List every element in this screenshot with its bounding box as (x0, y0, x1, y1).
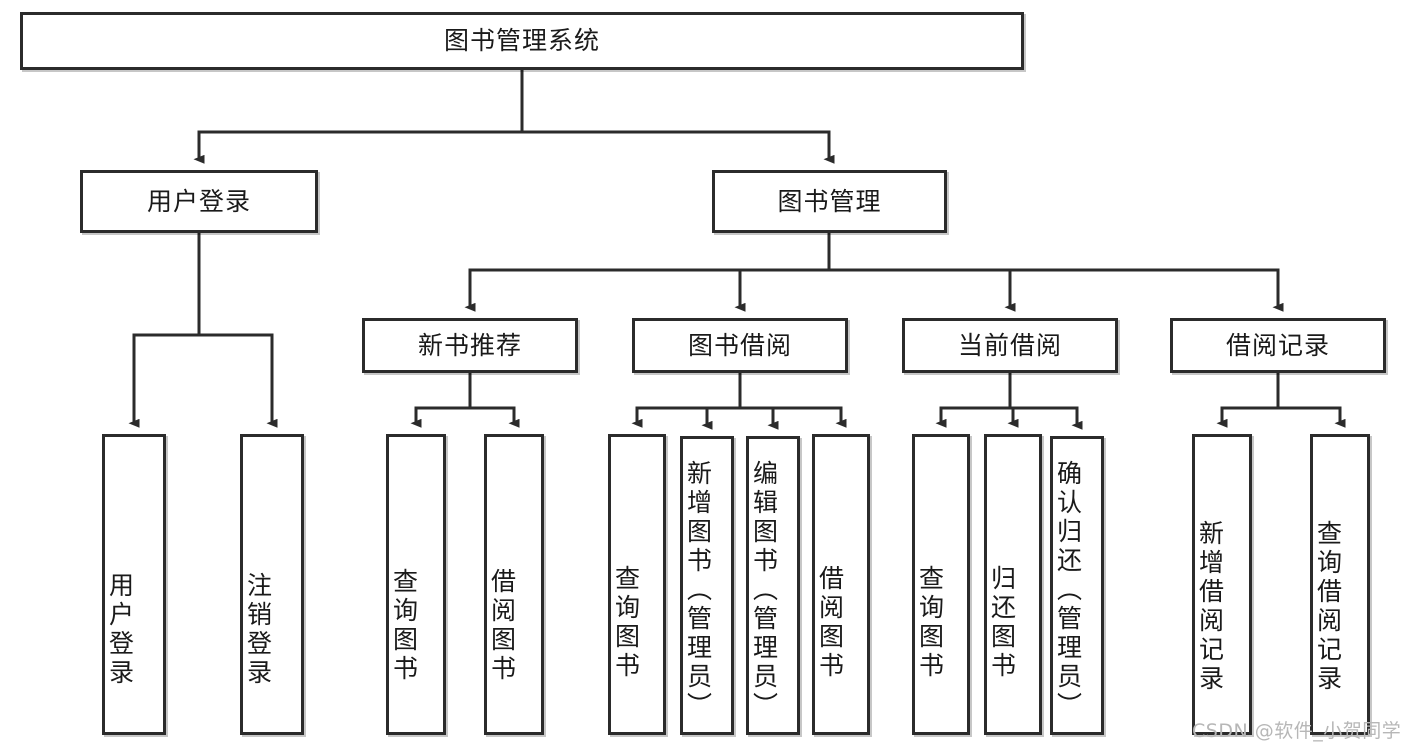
leaf-query-book-current-label: 查询图书 (915, 564, 945, 681)
node-book-manage[interactable]: 图书管理 (712, 170, 947, 233)
leaf-borrow-book[interactable]: 借阅图书 (812, 434, 870, 735)
node-book-manage-label: 图书管理 (777, 186, 882, 216)
leaf-confirm-return-admin[interactable]: 确认归还（管理员） (1050, 436, 1104, 735)
leaf-return-book[interactable]: 归还图书 (984, 434, 1042, 735)
leaf-borrow-book-rec-label: 借阅图书 (487, 567, 517, 684)
node-current-borrow-label: 当前借阅 (957, 330, 1062, 360)
node-book-borrow[interactable]: 图书借阅 (632, 318, 848, 373)
node-user-login-label: 用户登录 (146, 186, 251, 216)
node-borrow-record-label: 借阅记录 (1225, 330, 1330, 360)
leaf-query-borrow-record[interactable]: 查询借阅记录 (1310, 434, 1370, 735)
leaf-query-book-rec[interactable]: 查询图书 (386, 434, 446, 735)
node-borrow-record[interactable]: 借阅记录 (1170, 318, 1386, 373)
leaf-add-borrow-record-label: 新增借阅记录 (1195, 519, 1225, 694)
node-new-book-recommend-label: 新书推荐 (417, 330, 522, 360)
node-current-borrow[interactable]: 当前借阅 (902, 318, 1118, 373)
leaf-query-book-rec-label: 查询图书 (389, 567, 419, 684)
leaf-add-book-admin-label: 新增图书（管理员） (683, 460, 713, 721)
node-book-borrow-label: 图书借阅 (687, 330, 792, 360)
leaf-return-book-label: 归还图书 (987, 564, 1017, 681)
leaf-query-book-current[interactable]: 查询图书 (912, 434, 970, 735)
leaf-borrow-book-label: 借阅图书 (815, 564, 845, 681)
node-new-book-recommend[interactable]: 新书推荐 (362, 318, 578, 373)
leaf-add-book-admin[interactable]: 新增图书（管理员） (680, 436, 734, 735)
leaf-borrow-book-rec[interactable]: 借阅图书 (484, 434, 544, 735)
leaf-user-login[interactable]: 用户登录 (102, 434, 166, 735)
leaf-logout[interactable]: 注销登录 (240, 434, 304, 735)
node-root-label: 图书管理系统 (443, 26, 600, 56)
leaf-logout-label: 注销登录 (243, 571, 273, 688)
leaf-query-book-borrow-label: 查询图书 (611, 564, 641, 681)
leaf-add-borrow-record[interactable]: 新增借阅记录 (1192, 434, 1252, 735)
csdn-watermark: CSDN @软件_小贺同学 (1192, 720, 1402, 742)
leaf-query-book-borrow[interactable]: 查询图书 (608, 434, 666, 735)
leaf-query-borrow-record-label: 查询借阅记录 (1313, 519, 1343, 694)
leaf-edit-book-admin[interactable]: 编辑图书（管理员） (746, 436, 800, 735)
leaf-user-login-label: 用户登录 (105, 571, 135, 688)
leaf-confirm-return-admin-label: 确认归还（管理员） (1053, 460, 1083, 721)
node-root[interactable]: 图书管理系统 (20, 12, 1024, 70)
leaf-edit-book-admin-label: 编辑图书（管理员） (749, 460, 779, 721)
node-user-login[interactable]: 用户登录 (80, 170, 318, 233)
